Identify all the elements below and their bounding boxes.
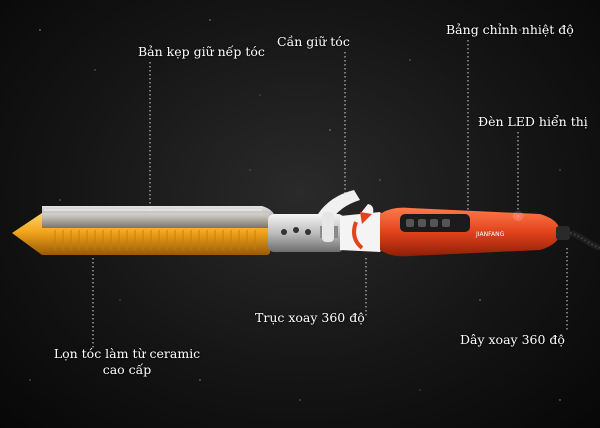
label-ceramic-barrel: Lọn tóc làm từ ceramic cao cấp xyxy=(52,346,202,378)
brand-text: JIANFANG xyxy=(475,231,505,238)
panel-button-2 xyxy=(418,219,426,227)
panel-button-3 xyxy=(430,219,438,227)
panel-button-4 xyxy=(442,219,450,227)
rotation-arrow xyxy=(352,212,372,250)
red-handle xyxy=(380,207,560,257)
label-ceramic-line-2: cao cấp xyxy=(102,362,152,377)
label-clamp-plate: Bản kẹp giữ nếp tóc xyxy=(138,44,265,59)
label-ceramic-line-1: Lọn tóc làm từ ceramic xyxy=(53,346,201,361)
label-cord-swivel: Dây xoay 360 độ xyxy=(460,332,565,347)
panel-button-1 xyxy=(406,219,414,227)
hair-lever xyxy=(318,190,360,242)
clamp-plate xyxy=(42,206,276,228)
label-temp-panel: Bảng chỉnh nhiệt độ xyxy=(446,22,574,37)
swivel-cap xyxy=(340,204,386,252)
label-rotating-shaft: Trục xoay 360 độ xyxy=(255,310,365,325)
background-stars xyxy=(29,19,561,401)
label-hair-lever: Cần giữ tóc xyxy=(277,34,350,49)
label-led-display: Đèn LED hiển thị xyxy=(478,114,588,129)
leader-lines xyxy=(92,40,568,348)
power-cord xyxy=(556,226,600,251)
